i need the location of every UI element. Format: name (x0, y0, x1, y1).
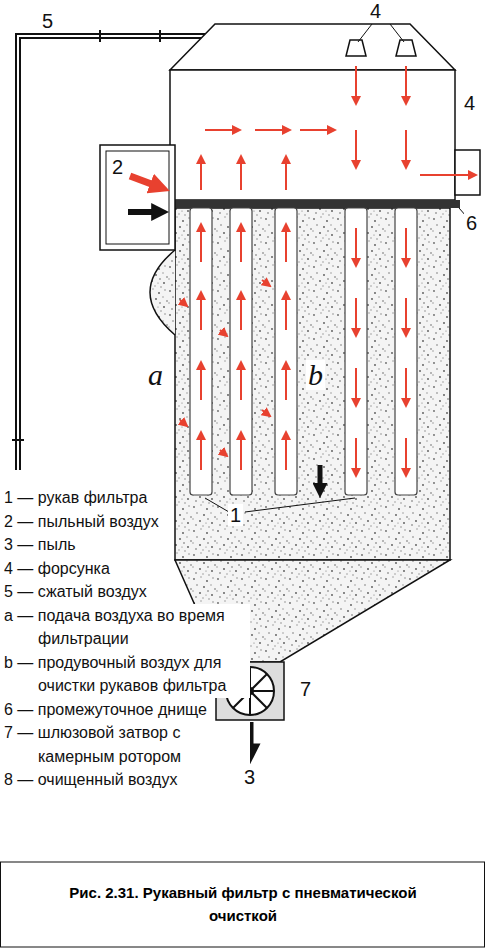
clean-air-outlet (455, 150, 480, 195)
key-entry: 1 — рукав фильтра (4, 486, 147, 510)
key-entry: 7 — шлюзовой затвор с камерным ротором (4, 721, 250, 768)
figure-caption: Рис. 2.31. Рукавный фильтр с пневматичес… (38, 882, 448, 927)
nozzle (346, 40, 416, 56)
callout-number: 1 (228, 504, 243, 526)
callout-number: 4 (368, 0, 383, 22)
key-entry: b — продувочный воздух для очистки рукав… (4, 651, 250, 698)
key-entry: a — подача воздуха во время фильтрации (4, 604, 250, 651)
dusty-air-inlet (100, 145, 175, 250)
air-flow-arrows (180, 66, 476, 476)
callout-number: 4 (462, 92, 477, 114)
callout-number: a (146, 360, 165, 390)
key-entry: 8 — очищенный воздух (4, 768, 177, 792)
key-entry: 5 — сжатый воздух (4, 580, 147, 604)
callout-number: 7 (298, 678, 313, 700)
key-entry: 3 — пыль (4, 533, 76, 557)
dust-fall-arrow (318, 465, 323, 492)
filter-bag (190, 208, 417, 495)
callout-number: b (306, 360, 325, 390)
filter-housing (150, 24, 480, 662)
callout-number: 5 (40, 10, 55, 32)
key-entry: 4 — форсунка (4, 557, 110, 581)
leader-line (205, 24, 466, 512)
callout-number: 2 (110, 156, 125, 178)
intermediate-floor (165, 200, 460, 208)
key-entry: 6 — промежуточное днище (4, 698, 207, 722)
callout-number: 6 (464, 212, 479, 234)
key-entry: 2 — пыльный воздух (4, 510, 159, 534)
callout-number: 3 (242, 766, 257, 788)
caption-frame (1, 862, 485, 947)
